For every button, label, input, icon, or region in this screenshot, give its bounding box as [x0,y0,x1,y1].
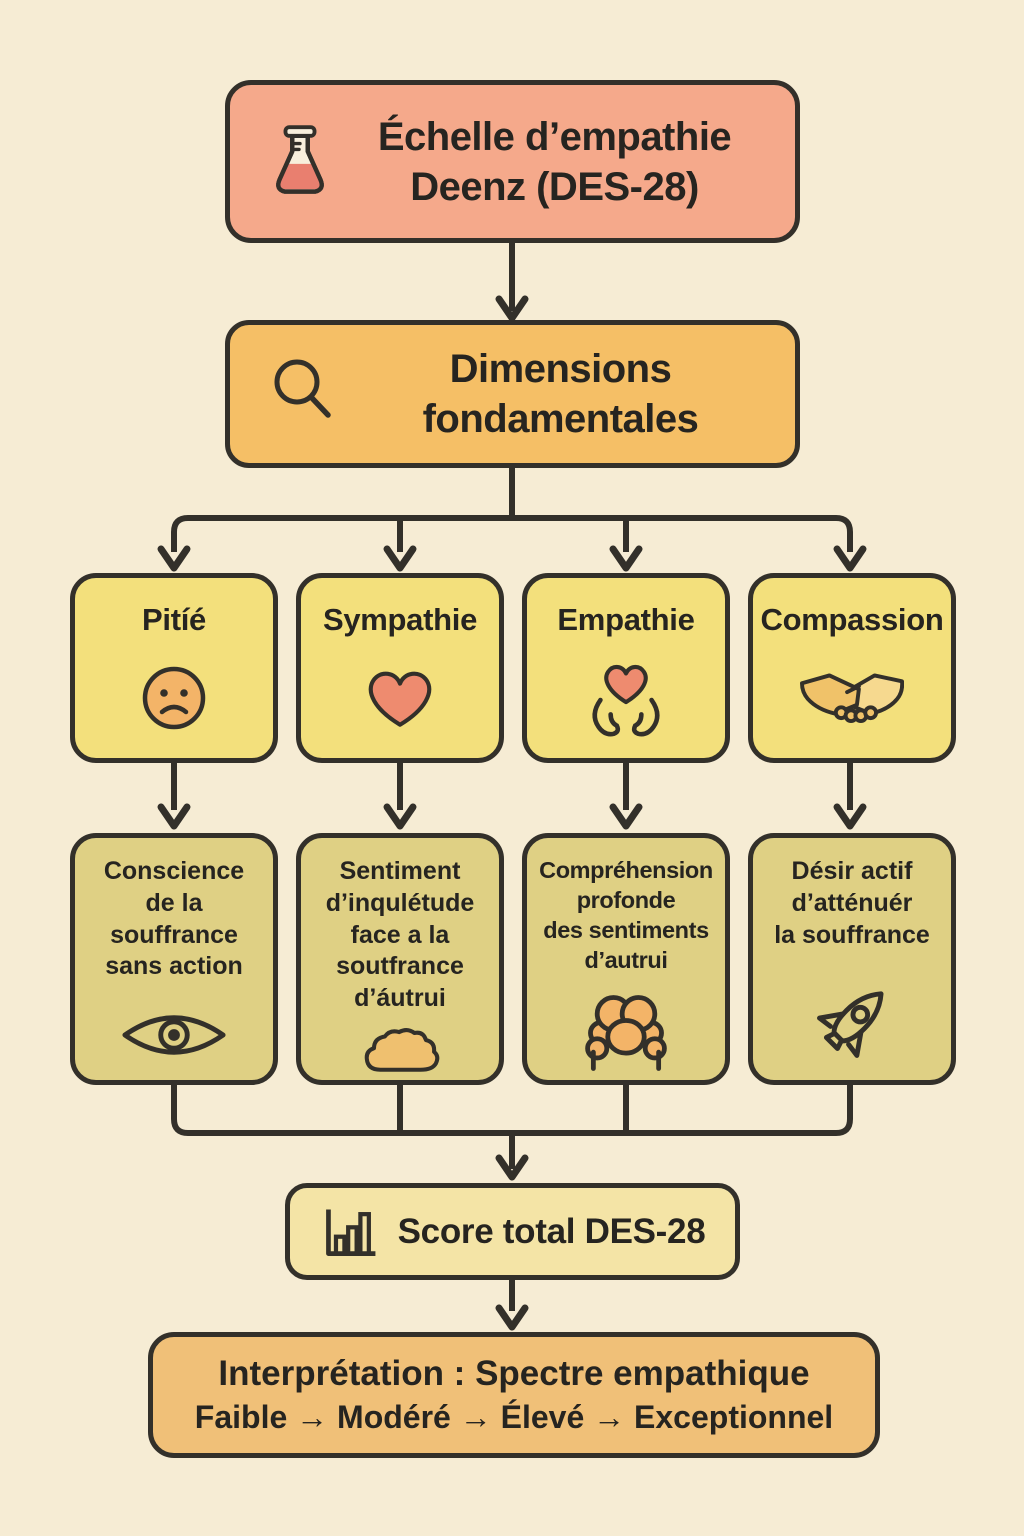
sad-face-icon [140,664,208,732]
description-text: Compréhension profonde des sentiments d’… [539,856,713,975]
flask-icon [270,124,330,200]
description-text: Conscience de la souffrance sans action [104,856,244,983]
description-node-empathie: Compréhension profonde des sentiments d’… [522,833,730,1085]
description-node-pitie: Conscience de la souffrance sans action [70,833,278,1085]
score-node: Score total DES-28 [285,1183,740,1280]
description-node-sympathie: Sentiment d’inqulétude face a la soutfra… [296,833,504,1085]
category-node-sympathie: Sympathie [296,573,504,763]
category-node-pitie: Pitíé [70,573,278,763]
category-label: Compassion [760,602,944,637]
description-text: Désir actif d’atténuér la souffrance [774,856,930,951]
description-line: Compréhension [539,857,713,883]
description-line: d’áutrui [354,984,446,1012]
interpretation-scale: Faible → Modéré → Élevé → Exceptionnel [194,1399,834,1435]
description-node-compassion: Désir actif d’atténuér la souffrance [748,833,956,1085]
root-node: Échelle d’empathie Deenz (DES-28) [225,80,800,243]
description-line: sans action [105,952,243,981]
dimensions-title-line: Dimensions [449,347,672,391]
dimensions-node: Dimensions fondamentales [225,320,800,468]
description-line: Conscience [103,857,245,885]
category-label: Empathie [557,602,695,637]
description-line: des sentiments [543,916,709,943]
heart-in-hands-icon [582,655,670,741]
root-title-line: Échelle d’empathie [377,114,732,159]
description-line: face a la [350,920,450,949]
bar-chart-icon [320,1204,382,1260]
cloud-icon [356,1024,444,1076]
dimensions-title-line: fondamentales [422,397,699,441]
description-line: d’autrui [584,946,668,973]
description-line: profonde [576,886,676,913]
magnifier-icon [266,355,344,433]
description-text: Sentiment d’inqulétude face a la soutfra… [326,856,475,1015]
category-label: Sympathie [322,602,478,637]
rocket-icon [806,974,898,1066]
description-line: Désir actif [791,857,913,885]
description-line: d’atténuér [791,888,913,917]
dimensions-title: Dimensions fondamentales [354,344,767,444]
eye-icon [119,1004,229,1066]
root-title-line: Deenz (DES-28) [410,164,699,209]
category-node-empathie: Empathie [522,573,730,763]
category-label: Pitíé [142,602,206,637]
score-label: Score total DES-28 [397,1211,706,1251]
heart-icon [362,665,438,731]
description-line: souffrance [110,920,238,949]
description-line: d’inqulétude [325,888,475,917]
description-line: soutfrance [336,952,464,981]
interpretation-title: Interprétation : Spectre empathique [218,1354,810,1393]
people-icon [578,992,674,1074]
description-line: de la [145,888,203,917]
handshake-icon [800,665,904,731]
root-title: Échelle d’empathie Deenz (DES-28) [342,112,767,212]
description-line: la souffrance [774,920,930,949]
description-line: Sentiment [339,857,461,885]
interpretation-node: Interprétation : Spectre empathique Faib… [148,1332,880,1458]
category-node-compassion: Compassion [748,573,956,763]
